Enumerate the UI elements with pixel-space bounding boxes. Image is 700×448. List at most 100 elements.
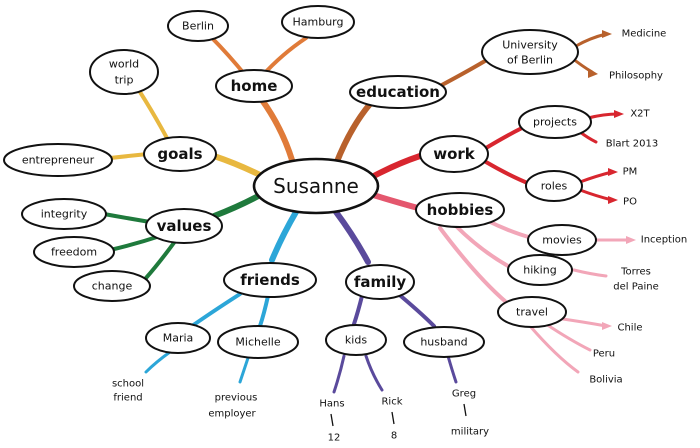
maria-note-line1: school (112, 379, 144, 390)
connector-education-university (438, 56, 492, 88)
center-label: Susanne (273, 174, 359, 198)
connector-kids-hans (332, 354, 346, 394)
hans-age-label: 12 (328, 433, 341, 444)
arrow-tip-pm (608, 168, 618, 176)
connector-center-education (333, 101, 373, 167)
branch-values: values integrity freedom change (21, 198, 223, 302)
branch-home: home Berlin Hamburg (167, 5, 355, 103)
arrow-tip-po (608, 196, 618, 204)
rick-age-label: 8 (391, 431, 397, 442)
torres-label-line1: Torres (620, 267, 651, 278)
arrow-tip-philosophy (588, 68, 598, 78)
connector-roles-po (578, 188, 614, 202)
pm-label: PM (623, 167, 638, 178)
arrow-tip-x2t (614, 110, 624, 118)
university-label-line1: University (502, 39, 558, 52)
kids-label: kids (345, 334, 367, 347)
connector-projects-x2t (586, 112, 620, 120)
branch-hobbies: hobbies movies Inception hiking Torres d… (415, 192, 687, 386)
chile-label: Chile (617, 323, 642, 334)
education-label: education (356, 83, 440, 101)
connector-kids-rick (364, 354, 384, 392)
connector-family-husband (394, 290, 436, 328)
roles-label: roles (541, 180, 568, 193)
university-label-line2: of Berlin (507, 54, 553, 67)
freedom-label: freedom (51, 246, 97, 259)
goals-label: goals (157, 145, 202, 163)
home-label: home (231, 77, 278, 95)
blart-label: Blart 2013 (606, 139, 658, 150)
michelle-note-line2: employer (208, 409, 256, 420)
values-label: values (157, 217, 212, 235)
work-label: work (433, 145, 476, 163)
connector-travel-bolivia (528, 324, 580, 374)
rick-label: Rick (381, 397, 402, 408)
rick-divider (391, 411, 395, 425)
hans-divider (330, 413, 334, 427)
torres-label-line2: del Paine (613, 282, 658, 293)
friends-label: friends (240, 271, 300, 289)
connector-friends-michelle (258, 294, 270, 328)
connector-center-family (333, 209, 371, 265)
philosophy-label: Philosophy (609, 71, 663, 82)
connector-husband-greg (446, 354, 458, 384)
world-trip-label-line2: trip (115, 74, 134, 87)
connector-center-friends (269, 209, 299, 263)
connector-hiking-torres (572, 268, 608, 278)
connector-university-medicine (574, 32, 608, 48)
michelle-note-line1: previous (215, 393, 258, 404)
connector-values-freedom (108, 234, 162, 252)
connectors (102, 30, 636, 394)
connector-hobbies-hiking (454, 224, 510, 268)
hans-label: Hans (319, 399, 344, 410)
x2t-label: X2T (630, 109, 650, 120)
greg-divider (463, 403, 467, 417)
connector-hobbies-travel (438, 226, 508, 304)
connector-work-projects (484, 126, 524, 150)
maria-label: Maria (163, 332, 194, 345)
entrepreneur-label: entrepreneur (22, 154, 95, 167)
projects-label: projects (533, 116, 577, 129)
po-label: PO (623, 197, 637, 208)
connector-center-home (259, 97, 295, 163)
connector-center-goals (211, 153, 265, 179)
connector-hobbies-movies (484, 218, 534, 240)
connector-friends-maria (190, 292, 242, 328)
greg-job-label: military (451, 427, 489, 438)
medicine-label: Medicine (622, 29, 667, 40)
berlin-label: Berlin (182, 20, 214, 33)
connector-work-roles (484, 160, 532, 186)
arrow-tip-medicine (602, 30, 612, 38)
maria-note-line2: friend (113, 393, 142, 404)
connector-center-values (211, 191, 265, 219)
connector-michelle-note (238, 356, 250, 384)
change-label: change (92, 280, 133, 293)
connector-family-kids (352, 294, 364, 326)
movies-label: movies (542, 234, 582, 247)
husband-label: husband (420, 336, 467, 349)
connector-roles-pm (578, 170, 614, 184)
arrow-tip-chile (602, 322, 612, 330)
travel-label: travel (516, 306, 548, 319)
hiking-label: hiking (523, 264, 556, 277)
connector-values-integrity (102, 212, 152, 224)
connector-goals-worldtrip (138, 90, 170, 142)
hobbies-label: hobbies (427, 201, 494, 219)
connector-center-work (367, 153, 423, 181)
connector-goals-entrepreneur (108, 152, 150, 160)
connector-values-change (144, 238, 178, 280)
connector-center-hobbies (367, 191, 421, 211)
hamburg-label: Hamburg (293, 16, 344, 29)
branch-education: education University of Berlin Medicine … (349, 29, 667, 109)
center-node: Susanne (252, 157, 380, 215)
bolivia-label: Bolivia (589, 375, 622, 386)
connector-maria-note (144, 350, 172, 374)
integrity-label: integrity (41, 208, 88, 221)
connector-travel-peru (544, 322, 592, 352)
connector-travel-chile (554, 316, 608, 328)
inception-label: Inception (641, 235, 687, 246)
branch-work: work projects X2T Blart 2013 roles PM PO (419, 105, 658, 208)
family-label: family (354, 273, 407, 291)
